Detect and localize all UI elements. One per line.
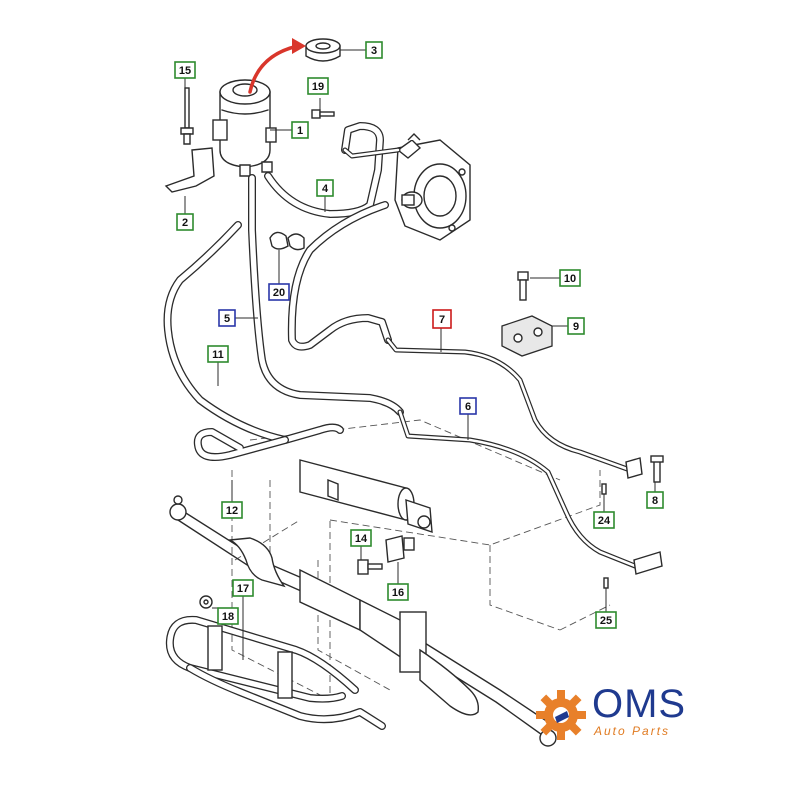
callout-9-label: 9 (573, 321, 579, 333)
callout-10[interactable]: 10 (559, 269, 581, 287)
hose-clip-20 (269, 231, 305, 251)
return-pipe-7 (385, 337, 633, 473)
bolt-10 (517, 271, 529, 301)
callout-12-label: 12 (226, 505, 238, 517)
callout-24[interactable]: 24 (593, 511, 615, 529)
leader-lines (184, 49, 656, 660)
callout-6[interactable]: 6 (459, 397, 477, 415)
callout-1[interactable]: 1 (291, 121, 309, 139)
callout-10-label: 10 (564, 273, 576, 285)
pipe-clamp-9 (501, 315, 553, 357)
callout-2[interactable]: 2 (176, 213, 194, 231)
callout-15[interactable]: 15 (174, 61, 196, 79)
fluid-reservoir (212, 79, 277, 177)
bolt-15 (180, 87, 194, 145)
logo-wordmark: OMS (592, 682, 687, 726)
return-hose (287, 201, 392, 351)
power-steering-pump (394, 133, 471, 241)
rack-cylinder (299, 459, 433, 533)
bolt-14 (357, 559, 383, 575)
logo-tagline: Auto Parts (594, 724, 671, 738)
callout-25[interactable]: 25 (595, 611, 617, 629)
callout-9[interactable]: 9 (567, 317, 585, 335)
cap-removal-arrow (248, 38, 306, 94)
reservoir-bracket (164, 147, 215, 193)
callout-14-label: 14 (355, 533, 368, 545)
callout-4-label: 4 (322, 183, 329, 195)
callout-2-label: 2 (182, 217, 188, 229)
oms-logo: OMS Auto Parts (532, 682, 758, 746)
callout-12[interactable]: 12 (221, 501, 243, 519)
pump-feed-hose (264, 122, 401, 218)
callout-11[interactable]: 11 (207, 345, 229, 363)
callout-17-label: 17 (237, 583, 249, 595)
callout-8-label: 8 (652, 495, 658, 507)
callout-16-label: 16 (392, 587, 404, 599)
callout-11-label: 11 (212, 349, 224, 361)
callout-5[interactable]: 5 (218, 309, 236, 327)
callout-18[interactable]: 18 (217, 607, 239, 625)
callout-7[interactable]: 7 (432, 309, 452, 329)
nut-18 (199, 595, 213, 609)
callout-19[interactable]: 19 (307, 77, 329, 95)
pressure-pipe-6 (397, 409, 643, 571)
callout-8[interactable]: 8 (646, 491, 664, 509)
fluid-cooler (165, 615, 386, 730)
callout-5-label: 5 (224, 313, 230, 325)
callout-3-label: 3 (371, 45, 377, 57)
bolt-8 (650, 455, 664, 483)
gear-icon (536, 690, 586, 740)
callout-17[interactable]: 17 (232, 579, 254, 597)
mount-bracket-16 (385, 535, 415, 563)
callout-7-label: 7 (439, 314, 445, 326)
callout-14[interactable]: 14 (350, 529, 372, 547)
pressure-hose (248, 174, 404, 416)
callout-20-label: 20 (273, 287, 285, 299)
callout-20[interactable]: 20 (268, 283, 290, 301)
callout-19-label: 19 (312, 81, 324, 93)
callout-18-label: 18 (222, 611, 234, 623)
callout-16[interactable]: 16 (387, 583, 409, 601)
steering-rack (169, 495, 561, 747)
callout-15-label: 15 (179, 65, 191, 77)
callout-4[interactable]: 4 (316, 179, 334, 197)
callout-24-label: 24 (598, 515, 611, 527)
reservoir-cap (305, 38, 341, 62)
callout-6-label: 6 (465, 401, 471, 413)
callout-1-label: 1 (297, 125, 303, 137)
pipe-end-fittings (601, 457, 663, 589)
callout-25-label: 25 (600, 615, 612, 627)
callout-3[interactable]: 3 (365, 41, 383, 59)
bolt-19 (311, 109, 335, 119)
return-hose-11 (163, 221, 344, 461)
